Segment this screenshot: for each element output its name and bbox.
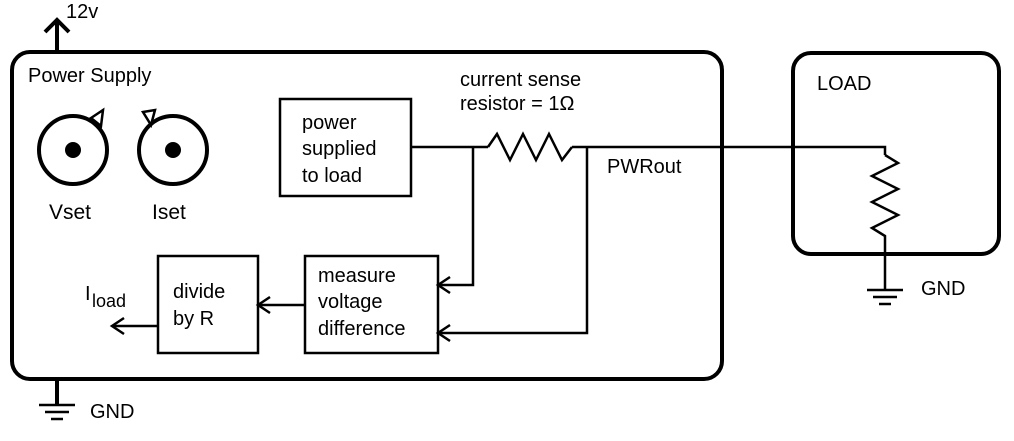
power-block-line-2: supplied bbox=[302, 138, 377, 160]
load-ground-icon bbox=[867, 288, 903, 306]
supply-arrow bbox=[43, 17, 71, 52]
sense-resistor bbox=[486, 131, 573, 163]
divide-block bbox=[156, 254, 260, 355]
iload-subscript: load bbox=[92, 291, 126, 311]
power-block-line-1: power bbox=[302, 112, 357, 134]
divide-block-line-2: by R bbox=[173, 308, 214, 330]
iset-label: Iset bbox=[152, 201, 186, 224]
measure-block-line-3: difference bbox=[318, 318, 405, 340]
power-block-line-3: to load bbox=[302, 165, 362, 187]
resistor-label-line-2: resistor = 1Ω bbox=[460, 93, 574, 115]
measure-block-line-1: measure bbox=[318, 265, 396, 287]
supply-voltage-label: 12v bbox=[66, 1, 98, 23]
ps-ground-icon bbox=[39, 379, 75, 421]
load-box bbox=[791, 51, 1001, 256]
ps-ground-label: GND bbox=[90, 401, 134, 423]
pwrout-label: PWRout bbox=[607, 156, 682, 178]
vset-label: Vset bbox=[49, 201, 91, 224]
measure-block-line-2: voltage bbox=[318, 291, 383, 313]
iload-label: I bbox=[85, 283, 91, 305]
power-supply-box bbox=[10, 50, 724, 381]
iset-knob-icon[interactable] bbox=[137, 108, 209, 186]
wire-tap-high bbox=[438, 147, 475, 287]
power-supply-title: Power Supply bbox=[28, 65, 151, 87]
divide-block-line-1: divide bbox=[173, 281, 225, 303]
wire-resistor-to-load bbox=[572, 145, 887, 155]
arrow-iload-icon bbox=[109, 316, 125, 336]
wire-tap-low bbox=[438, 147, 589, 335]
resistor-label-line-1: current sense bbox=[460, 69, 581, 91]
load-title: LOAD bbox=[817, 73, 871, 95]
vset-knob-icon[interactable] bbox=[37, 107, 109, 186]
load-resistor bbox=[869, 153, 901, 290]
load-ground-label: GND bbox=[921, 278, 965, 300]
